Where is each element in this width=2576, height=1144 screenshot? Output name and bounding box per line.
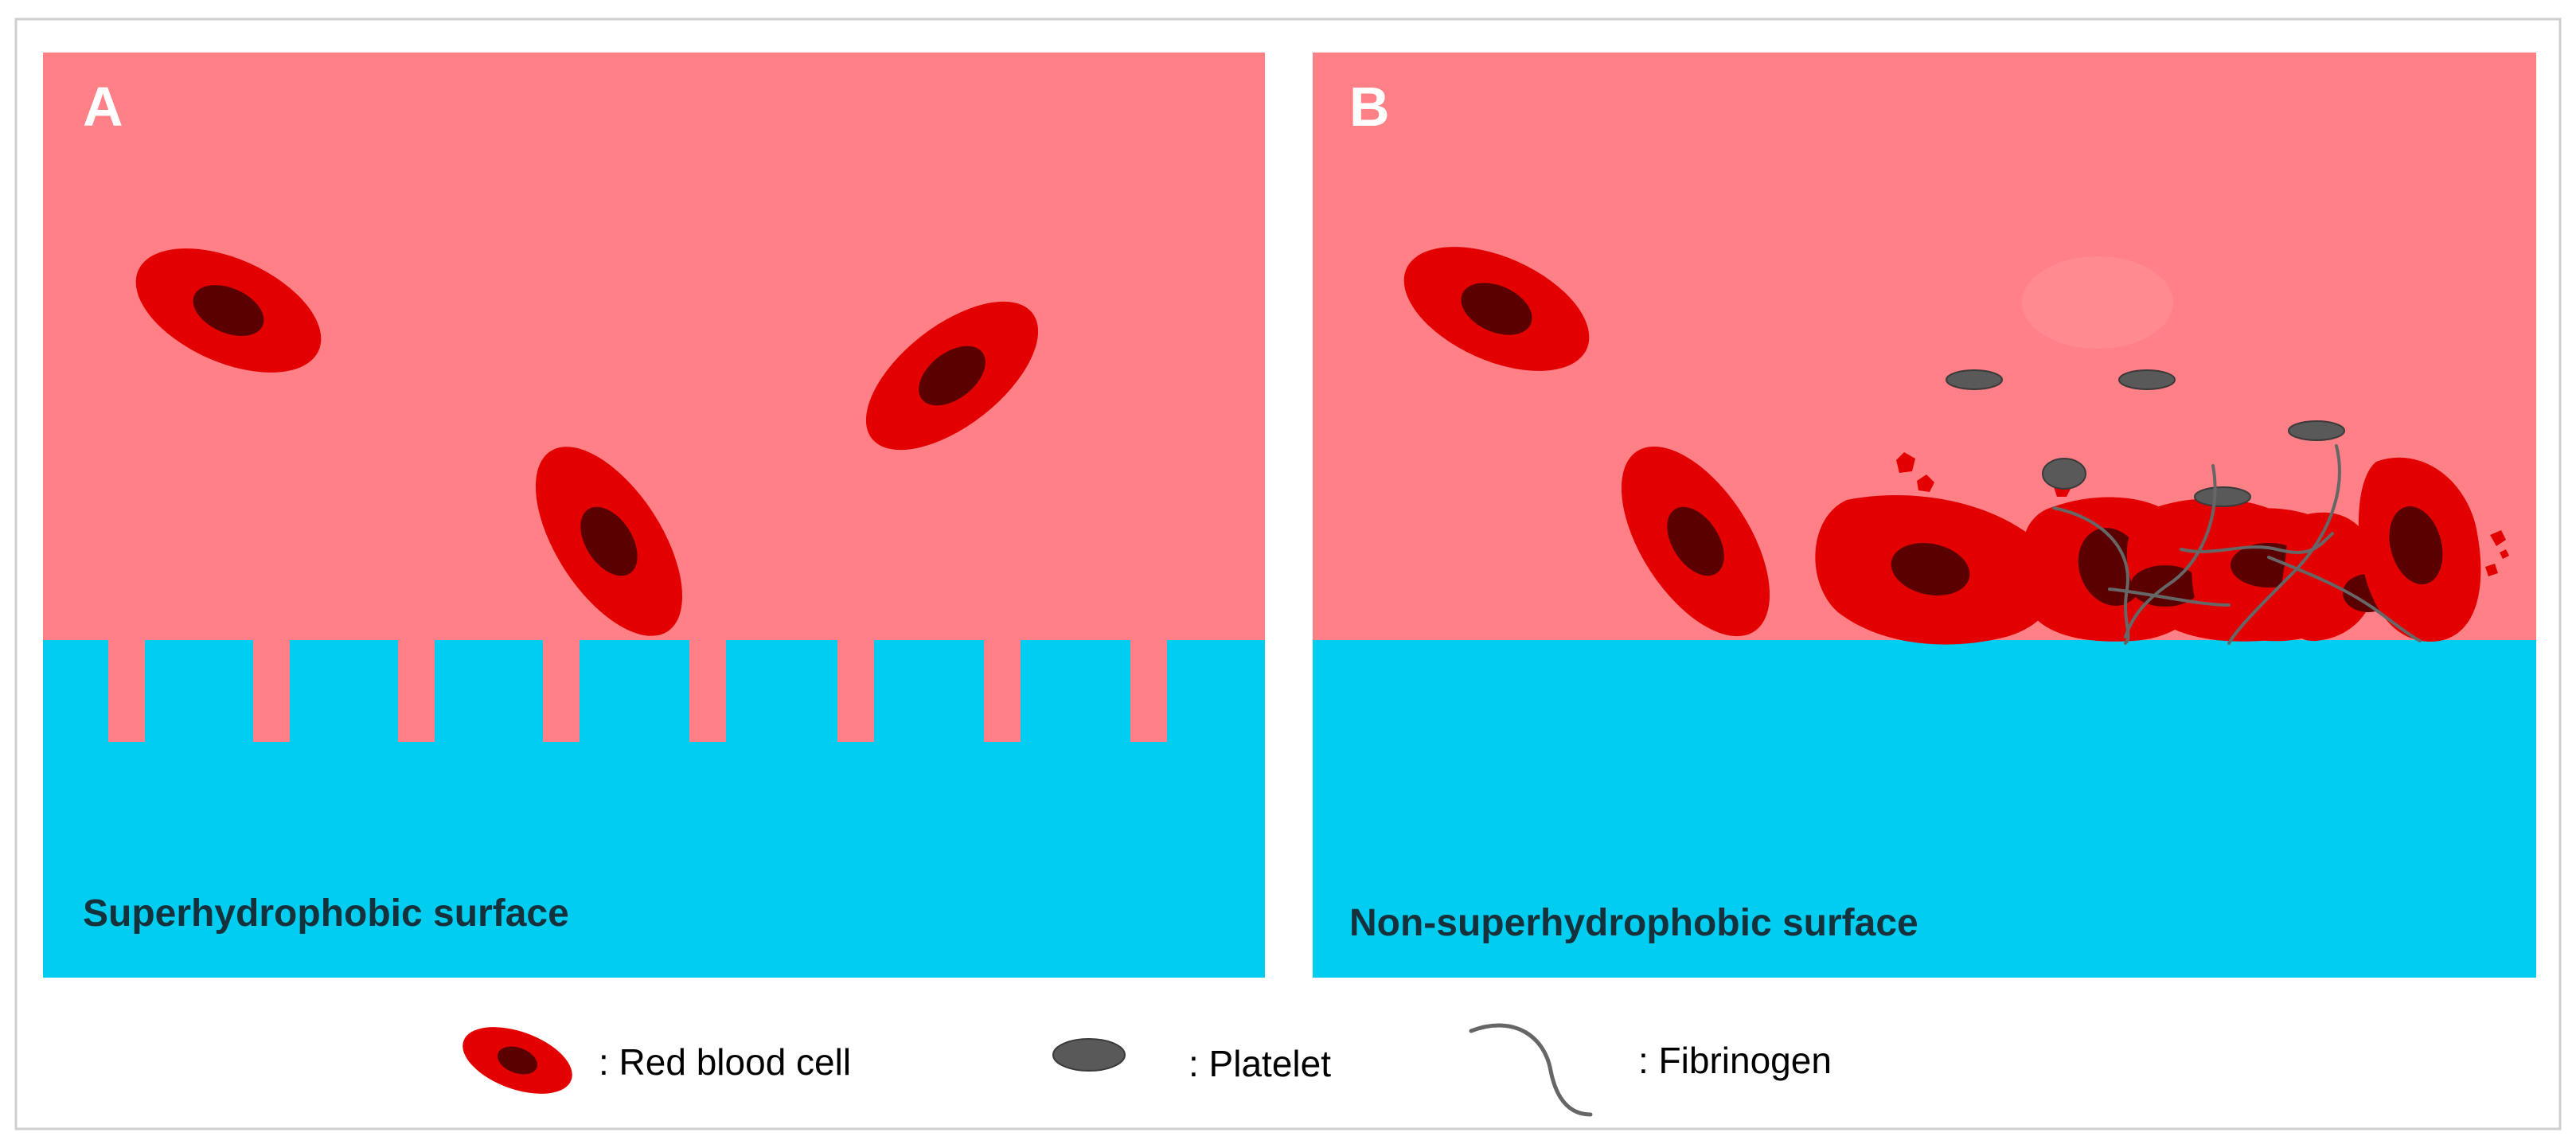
cell-nucleus: [1891, 543, 1970, 595]
cell-fragment: [2490, 530, 2506, 546]
legend-platelet-label: : Platelet: [1188, 1043, 1331, 1084]
panel-a-surface: [43, 640, 1265, 978]
panel-b-surface: [1313, 640, 2536, 978]
platelet: [2194, 486, 2251, 507]
cell-fragment: [1917, 474, 1934, 492]
cell-fragment: [1896, 452, 1915, 473]
legend: : Red blood cell : Platelet : Fibrinogen: [463, 1023, 1832, 1117]
red-blood-cell: [865, 301, 1039, 451]
fibrinogen-strand: [2267, 556, 2422, 642]
deformed-red-blood-cell: [2281, 512, 2377, 642]
cell-fragment: [1993, 524, 2008, 540]
red-blood-cell: [135, 248, 322, 373]
red-blood-cell: [535, 447, 683, 636]
panel-b-letter: B: [1349, 76, 1390, 138]
platelet: [2118, 369, 2176, 390]
cell-fragment: [1941, 505, 1957, 521]
legend-red-blood-cell-label: : Red blood cell: [599, 1041, 851, 1083]
fibrinogen-network: [2052, 444, 2422, 645]
panel-a-letter: A: [83, 76, 123, 138]
red-blood-cell: [1621, 446, 1770, 637]
fibrinogen-strand: [2124, 464, 2217, 638]
cell-nucleus: [2389, 506, 2443, 585]
panel-b: B Non-superhydrophobic surface: [1313, 53, 2536, 978]
cell-fragment: [2485, 564, 2498, 576]
platelet-icon: [1052, 1038, 1126, 1072]
panel-a-surface-label: Superhydrophobic surface: [83, 892, 569, 935]
fibrinogen-icon: [1469, 1023, 1593, 1117]
fibrinogen-strand: [2108, 588, 2231, 607]
faded-cell: [2022, 256, 2173, 349]
cell-fragment: [2038, 521, 2052, 533]
panel-b-surface-label: Non-superhydrophobic surface: [1349, 902, 1918, 944]
panel-a: A Superhydrophobic surface: [43, 53, 1265, 978]
legend-fibrinogen-label: : Fibrinogen: [1638, 1040, 1832, 1081]
cell-fragment: [1966, 513, 1982, 529]
red-blood-cell-cluster: [1815, 452, 2509, 645]
platelet: [2042, 458, 2086, 490]
cell-fragment: [2500, 549, 2509, 559]
platelet: [2288, 420, 2345, 441]
fibrinogen-strand: [2180, 532, 2334, 554]
platelet: [1946, 369, 2003, 390]
red-blood-cell: [1403, 247, 1590, 371]
cell-fragment: [2012, 545, 2027, 559]
red-blood-cell-icon: [463, 1027, 572, 1094]
